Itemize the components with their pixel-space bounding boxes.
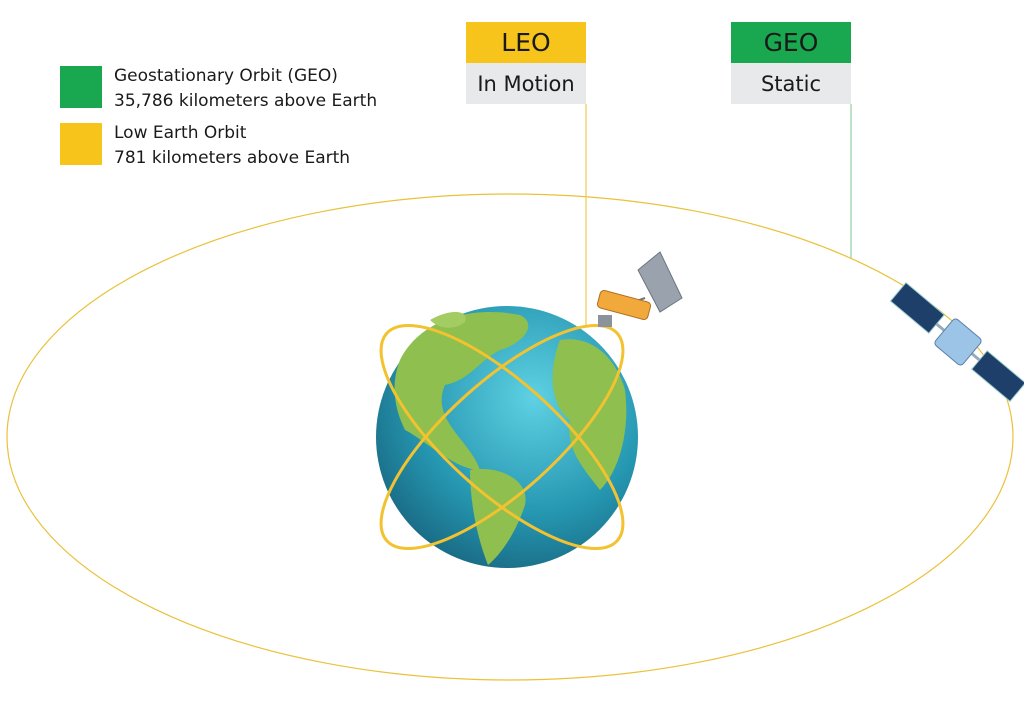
geo-satellite-icon (889, 281, 1024, 403)
legend-geo-title: Geostationary Orbit (GEO) (114, 66, 338, 86)
leo-tag-title: LEO (466, 22, 586, 63)
leo-tag-status: In Motion (466, 63, 586, 104)
geo-tag-title: GEO (731, 22, 851, 63)
legend-geo-subtitle: 35,786 kilometers above Earth (114, 91, 378, 111)
geo-tag: GEO Static (731, 22, 851, 104)
leo-orbit-a (379, 324, 625, 550)
geo-swatch (60, 66, 102, 108)
legend-leo-title: Low Earth Orbit (114, 123, 247, 143)
leo-tag: LEO In Motion (466, 22, 586, 104)
geo-orbit (6, 193, 1014, 681)
leo-satellite-icon (596, 251, 683, 327)
legend-item-leo: Low Earth Orbit 781 kilometers above Ear… (60, 121, 350, 171)
leo-orbit-b (379, 324, 625, 550)
earth-icon (376, 306, 638, 568)
leo-swatch (60, 123, 102, 165)
legend-leo-subtitle: 781 kilometers above Earth (114, 148, 351, 168)
geo-tag-status: Static (731, 63, 851, 104)
legend-item-geo: Geostationary Orbit (GEO) 35,786 kilomet… (60, 64, 377, 114)
